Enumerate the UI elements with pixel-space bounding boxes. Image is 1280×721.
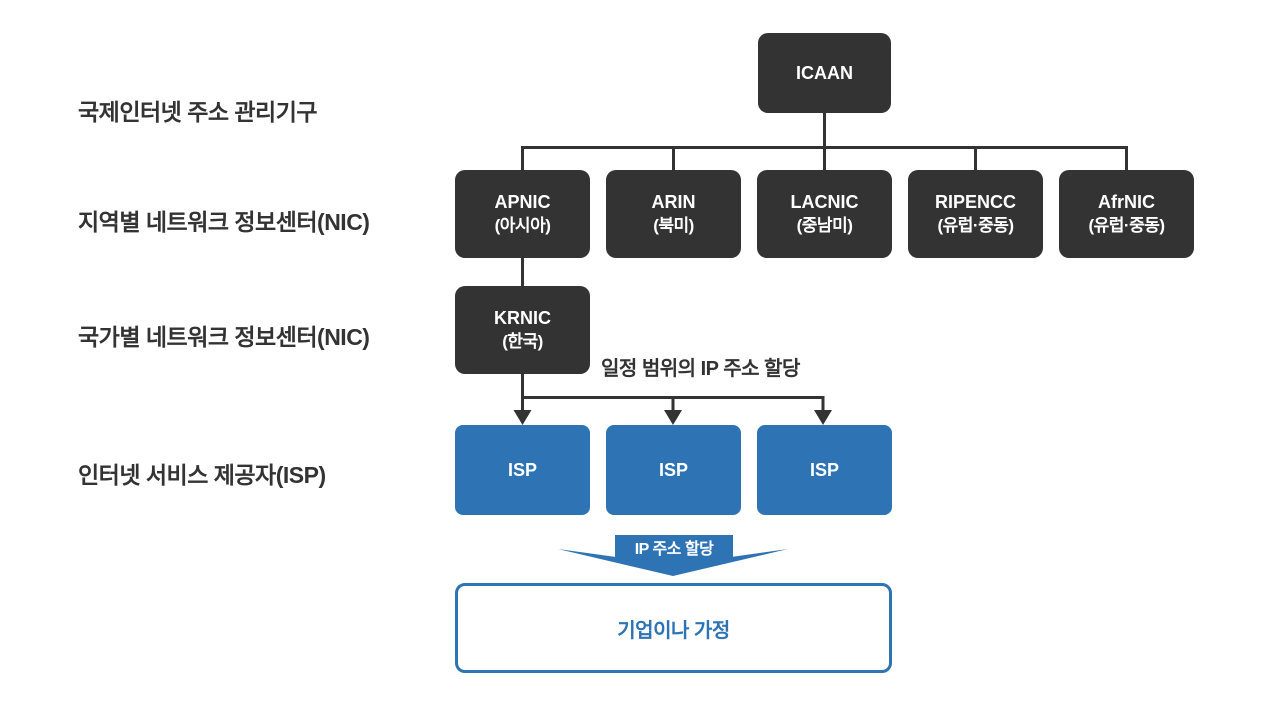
node-krnic-name: KRNIC — [494, 308, 551, 328]
node-apnic-region: (아시아) — [494, 216, 551, 235]
row-label-regional-nic: 지역별 네트워크 정보센터(NIC) — [78, 209, 370, 235]
node-arin-region: (북미) — [653, 216, 694, 235]
node-lacnic: LACNIC (중남미) — [757, 170, 892, 258]
node-ripencc-region: (유럽·중동) — [937, 216, 1014, 235]
arrowhead-isp-3 — [814, 410, 832, 425]
node-destination-label: 기업이나 가정 — [617, 619, 730, 642]
node-icaan-label: ICAAN — [796, 62, 853, 83]
node-krnic-region: (한국) — [502, 332, 543, 351]
row-label-national-nic: 국가별 네트워크 정보센터(NIC) — [78, 324, 370, 350]
connector-regional-bus — [521, 146, 1128, 170]
annotation-ip-range-allocation: 일정 범위의 IP 주소 할당 — [601, 358, 800, 380]
node-ripencc: RIPENCC (유럽·중동) — [908, 170, 1043, 258]
node-ripencc-name: RIPENCC — [934, 192, 1016, 212]
node-afrnic-name: AfrNIC — [1098, 192, 1155, 212]
node-destination: 기업이나 가정 — [455, 583, 892, 673]
row-label-isp: 인터넷 서비스 제공자(ISP) — [78, 462, 326, 488]
node-arin: ARIN (북미) — [606, 170, 741, 258]
allocation-arrow-label: IP 주소 할당 — [615, 535, 733, 559]
node-apnic-name: APNIC — [494, 192, 551, 212]
node-icaan: ICAAN — [758, 33, 891, 113]
node-apnic: APNIC (아시아) — [455, 170, 590, 258]
connector-isp-bus — [522, 396, 825, 412]
node-arin-name: ARIN — [651, 192, 696, 212]
node-isp-1: ISP — [455, 425, 590, 515]
row-label-global-registry: 국제인터넷 주소 관리기구 — [78, 99, 318, 125]
node-afrnic-region: (유럽·중동) — [1088, 216, 1165, 235]
node-isp-2: ISP — [606, 425, 741, 515]
arrowhead-isp-1 — [513, 410, 532, 425]
node-afrnic: AfrNIC (유럽·중동) — [1059, 170, 1194, 258]
node-lacnic-name: LACNIC — [790, 192, 859, 212]
node-isp-3-label: ISP — [809, 459, 839, 480]
node-isp-2-label: ISP — [658, 459, 688, 480]
node-isp-1-label: ISP — [507, 459, 537, 480]
node-lacnic-region: (중남미) — [796, 216, 853, 235]
arrowhead-isp-2 — [664, 410, 682, 425]
node-isp-3: ISP — [757, 425, 892, 515]
node-krnic: KRNIC (한국) — [455, 286, 590, 374]
